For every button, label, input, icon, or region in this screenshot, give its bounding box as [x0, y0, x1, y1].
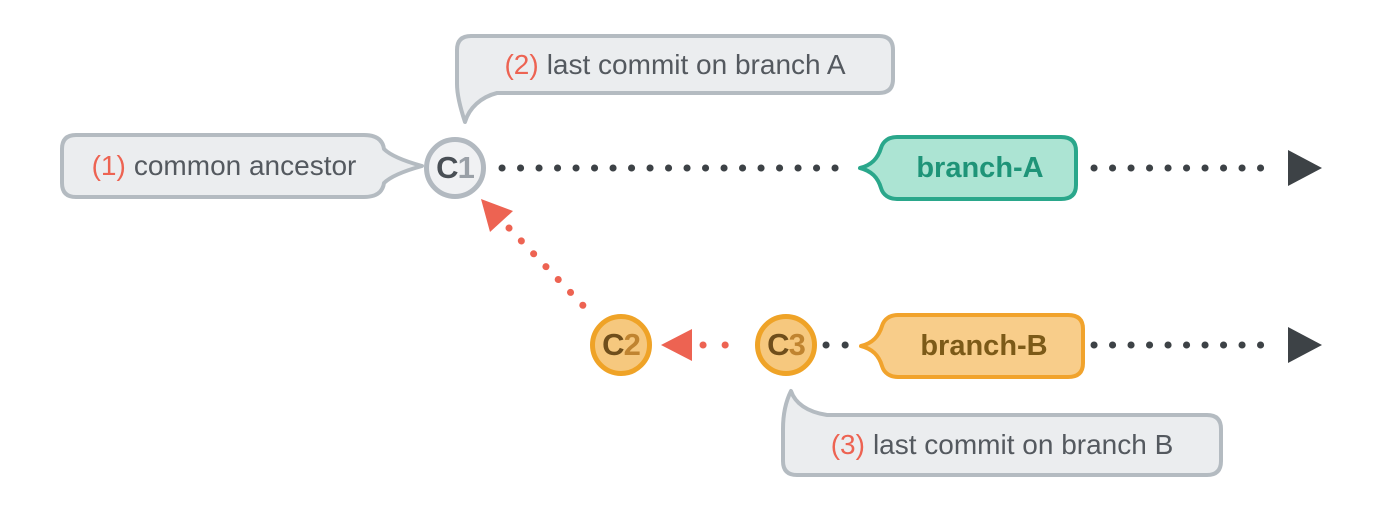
c2-to-c1-arrowhead-icon [481, 199, 513, 232]
branch-a-label: branch-A [916, 151, 1044, 184]
branch-a-tag-shape [858, 135, 1078, 201]
commit-digit: 3 [788, 327, 806, 362]
callout-branch-a-text: (2) last commit on branch A [457, 36, 893, 93]
branch-b-label: branch-B [920, 329, 1048, 362]
callout-label: last commit on branch A [546, 48, 846, 80]
callout-branch-b-shape [781, 389, 1223, 477]
commit-digit: 1 [457, 150, 475, 185]
c3-to-c2-arrowhead-icon [661, 329, 692, 361]
callout-last-commit-branch-a: (2) last commit on branch A [455, 34, 897, 126]
callout-label: common ancestor [133, 150, 357, 181]
commit-letter: C [602, 327, 624, 362]
callout-branch-b-text: (3) last commit on branch B [783, 415, 1221, 475]
branch-b-arrowhead-icon [1288, 327, 1322, 363]
speech-bubble-right-tail [60, 133, 424, 199]
commit-letter: C [436, 150, 458, 185]
tag-pointer-left [858, 135, 1078, 201]
branch-b-tag: branch-B [858, 311, 1086, 381]
commit-digit: 2 [623, 327, 641, 362]
callout-branch-a-shape [455, 34, 895, 124]
c2-to-c1-dotted-line [505, 224, 599, 322]
callout-number: (2) [504, 48, 539, 80]
callout-number: (1) [91, 150, 126, 181]
callout-common-ancestor-shape [60, 133, 424, 199]
callout-common-ancestor-text: (1) common ancestor [62, 135, 386, 197]
callout-number: (3) [830, 429, 865, 460]
callout-common-ancestor: (1) common ancestor [60, 133, 428, 199]
commit-letter: C [767, 327, 789, 362]
callout-label: last commit on branch B [872, 429, 1174, 460]
branch-a-tag: branch-A [857, 134, 1079, 202]
tag-pointer-left [859, 313, 1085, 379]
branch-a-arrowhead-icon [1288, 150, 1322, 186]
callout-last-commit-branch-b: (3) last commit on branch B [781, 389, 1225, 477]
speech-bubble-top-tail [781, 389, 1223, 477]
speech-bubble-bottom-tail [455, 34, 895, 124]
branch-b-tag-shape [859, 313, 1085, 379]
